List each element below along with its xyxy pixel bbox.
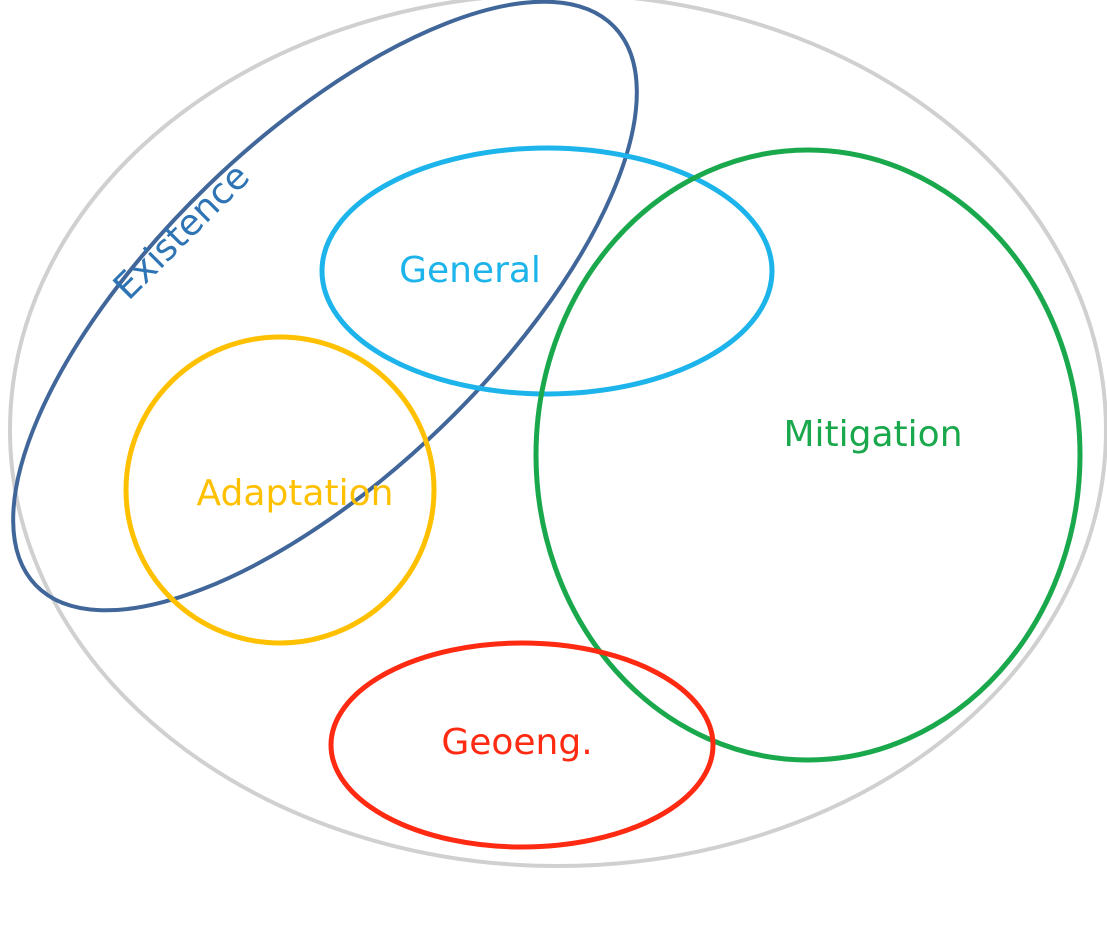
geoeng-label: Geoeng.: [441, 722, 592, 763]
adaptation-ellipse: [123, 334, 437, 646]
adaptation-label: Adaptation: [197, 473, 394, 514]
geoeng-ellipse: [328, 640, 716, 850]
general-label: General: [399, 250, 541, 291]
existence-label: Existence: [106, 156, 258, 308]
mitigation-label: Mitigation: [783, 414, 962, 455]
existence-ellipse: [11, 0, 639, 613]
general-ellipse: [319, 145, 775, 397]
mitigation-ellipse: [533, 147, 1083, 763]
universe-ellipse: [8, 0, 1107, 868]
